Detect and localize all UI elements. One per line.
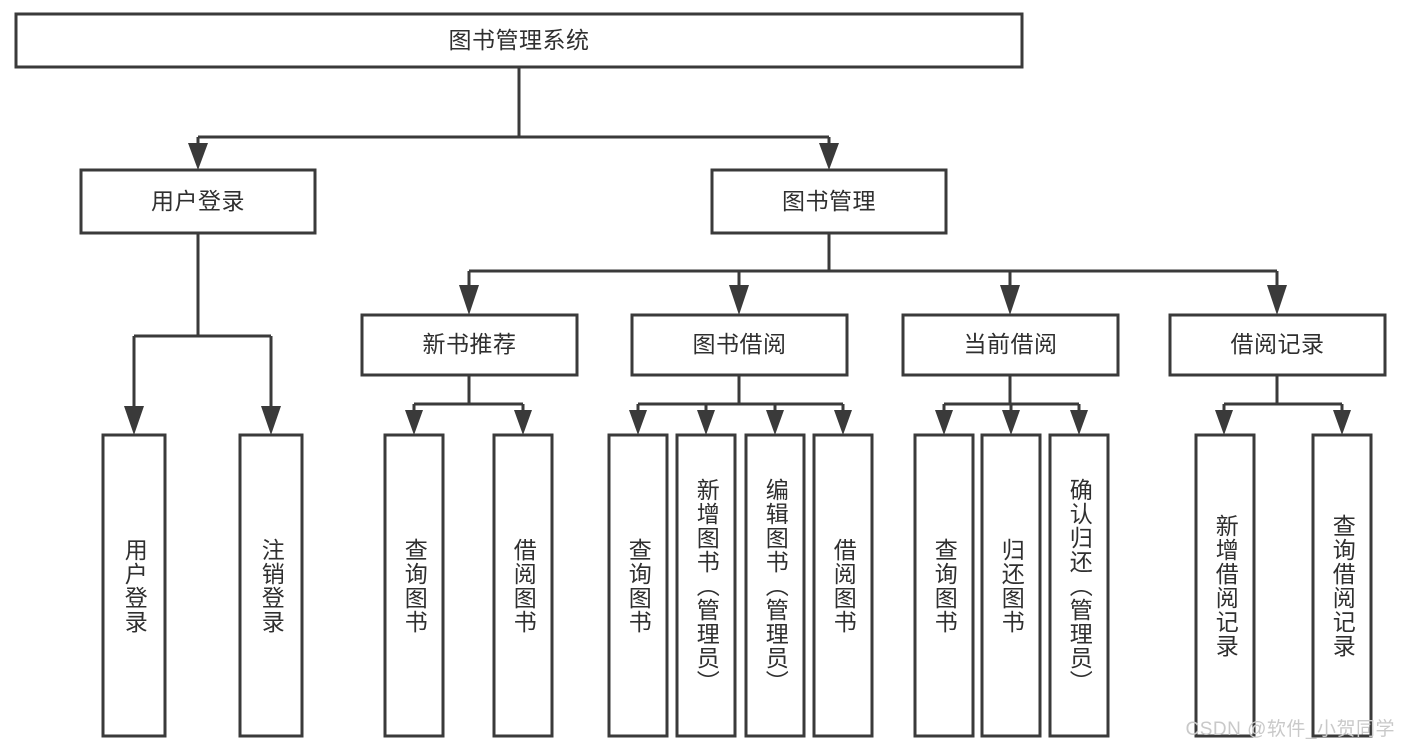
arrowhead-leaf-add-book xyxy=(697,410,715,435)
arrowhead-leaf-borrow-book-2 xyxy=(834,410,852,435)
node-box-leaf-query-book-3[interactable] xyxy=(913,433,975,738)
node-box-new-book-rec[interactable] xyxy=(360,313,579,377)
arrowhead-leaf-user-logout xyxy=(261,406,281,435)
arrowhead-leaf-query-book-2 xyxy=(629,410,647,435)
node-box-leaf-query-record[interactable] xyxy=(1311,433,1373,738)
arrowhead-leaf-query-book-3 xyxy=(935,410,953,435)
arrowhead-leaf-user-login xyxy=(124,406,144,435)
node-box-root[interactable] xyxy=(14,12,1024,69)
node-box-leaf-return-book[interactable] xyxy=(980,433,1042,738)
node-box-leaf-borrow-book-1[interactable] xyxy=(492,433,554,738)
node-box-book-manage[interactable] xyxy=(710,168,948,235)
arrowhead-leaf-add-record xyxy=(1215,410,1233,435)
node-box-leaf-query-book-2[interactable] xyxy=(607,433,669,738)
node-box-leaf-borrow-book-2[interactable] xyxy=(812,433,874,738)
node-box-book-borrow[interactable] xyxy=(630,313,849,377)
node-box-current-borrow[interactable] xyxy=(901,313,1120,377)
node-box-user-login[interactable] xyxy=(79,168,317,235)
arrowhead-leaf-return-book xyxy=(1002,410,1020,435)
node-box-leaf-add-record[interactable] xyxy=(1194,433,1256,738)
arrowhead-user-login xyxy=(188,143,208,170)
arrowhead-leaf-edit-book xyxy=(766,410,784,435)
node-box-leaf-user-login[interactable] xyxy=(101,433,167,738)
arrowhead-leaf-borrow-book-1 xyxy=(514,410,532,435)
node-box-group xyxy=(14,12,1387,738)
node-box-leaf-query-book-1[interactable] xyxy=(383,433,445,738)
arrowhead-current-borrow xyxy=(1000,285,1020,315)
arrowhead-new-book-rec xyxy=(459,285,479,315)
node-box-borrow-record[interactable] xyxy=(1168,313,1387,377)
arrowhead-borrow-record xyxy=(1267,285,1287,315)
node-box-leaf-confirm-return[interactable] xyxy=(1048,433,1110,738)
arrowhead-leaf-confirm-return xyxy=(1070,410,1088,435)
arrowhead-group xyxy=(124,143,1351,435)
node-box-leaf-add-book[interactable] xyxy=(675,433,737,738)
node-box-leaf-edit-book[interactable] xyxy=(744,433,806,738)
arrowhead-book-manage xyxy=(819,143,839,170)
arrowhead-leaf-query-book-1 xyxy=(405,410,423,435)
arrowhead-leaf-query-record xyxy=(1333,410,1351,435)
node-box-leaf-user-logout[interactable] xyxy=(238,433,304,738)
arrowhead-book-borrow xyxy=(729,285,749,315)
